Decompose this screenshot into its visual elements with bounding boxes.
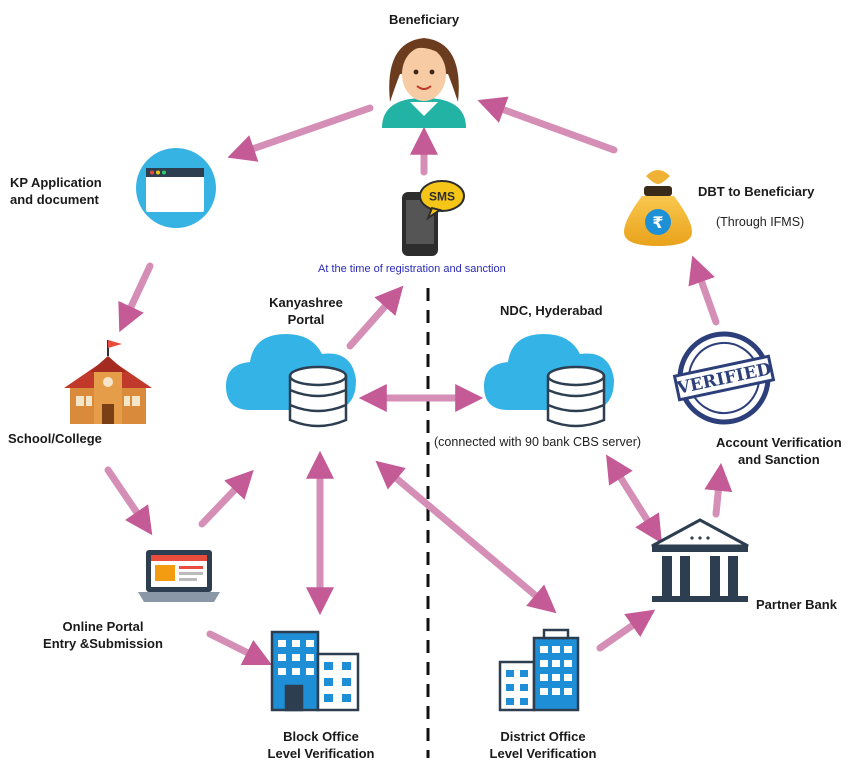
arrow-online-to-kanyashree [198,469,254,528]
kanyashree-line-1: Kanyashree [269,295,343,310]
block-office-building-icon [270,630,360,712]
online-portal-line-2: Entry &Submission [43,636,163,651]
district-office-line-2: Level Verification [489,746,597,761]
arrow-district-to-bank [596,609,656,652]
arrow-kanyashree-district [375,460,557,614]
dbt-label: DBT to Beneficiary [698,184,815,199]
school-label: School/College [8,431,102,446]
bank-icon [651,518,749,602]
arrow-ndc-bank [606,454,662,544]
online-portal-label: Online Portal Entry &Submission [18,618,188,652]
mobile-sms-icon [402,180,465,256]
kanyashree-line-2: Portal [287,312,325,327]
laptop-icon [138,550,220,602]
arrow-school-to-online [104,466,153,536]
kp-application-line-2: and document [10,192,99,207]
ndc-sub-label: (connected with 90 bank CBS server) [434,435,642,449]
sms-badge-label: SMS [429,190,455,204]
account-line-2: and Sanction [738,452,820,467]
money-bag-icon [624,170,692,246]
block-office-line-2: Level Verification [267,746,375,761]
ndc-label: NDC, Hyderabad [500,303,603,318]
ndc-cloud-database-icon [484,334,614,428]
district-office-line-1: District Office [500,729,586,744]
partner-bank-label: Partner Bank [756,597,837,612]
school-building-icon [64,340,152,424]
kp-application-line-1: KP Application [10,175,102,190]
online-portal-line-1: Online Portal [62,619,144,634]
arrow-dbt-to-beneficiary [477,96,618,154]
district-office-building-icon [498,628,580,712]
arrow-portal-to-sms [346,285,404,350]
account-line-1: Account Verification [716,435,842,450]
beneficiary-label: Beneficiary [388,12,460,27]
rupee-symbol: ₹ [652,213,663,232]
browser-window-icon [136,148,216,228]
arrow-kp-to-school [118,262,154,333]
sms-note-label: At the time of registration and sanction [318,263,506,275]
arrow-bank-to-account [704,462,733,518]
arrow-beneficiary-to-kp [227,104,374,162]
district-office-label: District Office Level Verification [468,728,618,762]
arrow-account-to-dbt [688,255,720,326]
arrows [104,96,733,666]
block-office-line-1: Block Office [283,729,359,744]
kanyashree-cloud-database-icon [226,334,356,428]
kanyashree-label: Kanyashree Portal [256,294,356,328]
account-verification-label: Account Verification and Sanction [716,434,842,468]
verified-stamp-icon: VERIFIED [672,331,776,425]
arrow-online-to-block [206,630,273,666]
kp-application-label: KP Application and document [10,174,102,208]
dbt-sub-label: (Through IFMS) [716,215,805,229]
beneficiary-avatar-icon [382,38,466,128]
block-office-label: Block Office Level Verification [246,728,396,762]
